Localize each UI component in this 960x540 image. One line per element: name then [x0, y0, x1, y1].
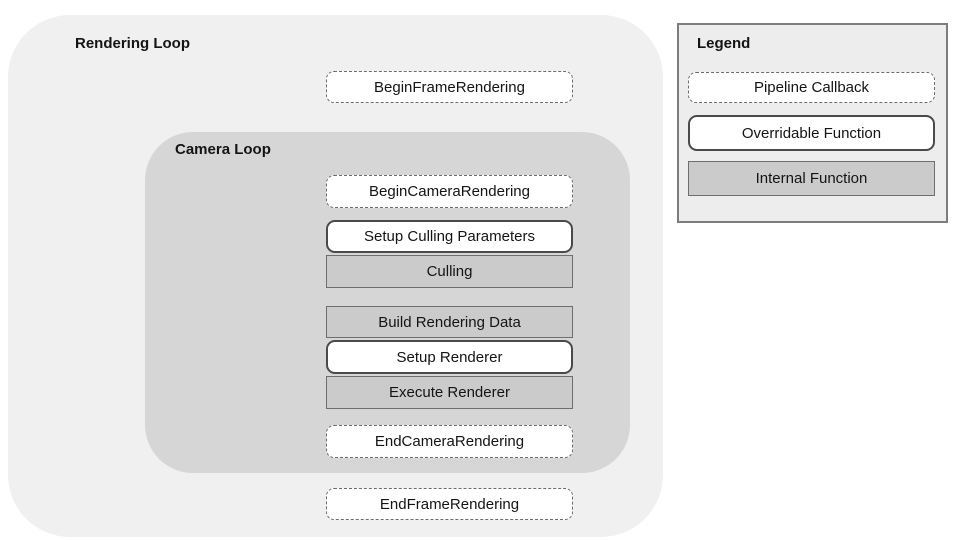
- legend-item-overridable-function: Overridable Function: [688, 115, 935, 151]
- box-begin-frame-rendering: BeginFrameRendering: [326, 71, 573, 103]
- box-execute-renderer: Execute Renderer: [326, 376, 573, 409]
- box-setup-renderer: Setup Renderer: [326, 340, 573, 374]
- camera-loop-title: Camera Loop: [175, 141, 271, 158]
- legend-item-internal-function: Internal Function: [688, 161, 935, 196]
- box-culling: Culling: [326, 255, 573, 288]
- box-begin-camera-rendering: BeginCameraRendering: [326, 175, 573, 208]
- rendering-loop-title: Rendering Loop: [75, 35, 190, 52]
- box-build-rendering-data: Build Rendering Data: [326, 306, 573, 338]
- box-end-frame-rendering: EndFrameRendering: [326, 488, 573, 520]
- legend-title: Legend: [697, 35, 751, 52]
- legend-item-pipeline-callback: Pipeline Callback: [688, 72, 935, 103]
- box-end-camera-rendering: EndCameraRendering: [326, 425, 573, 458]
- box-setup-culling-parameters: Setup Culling Parameters: [326, 220, 573, 253]
